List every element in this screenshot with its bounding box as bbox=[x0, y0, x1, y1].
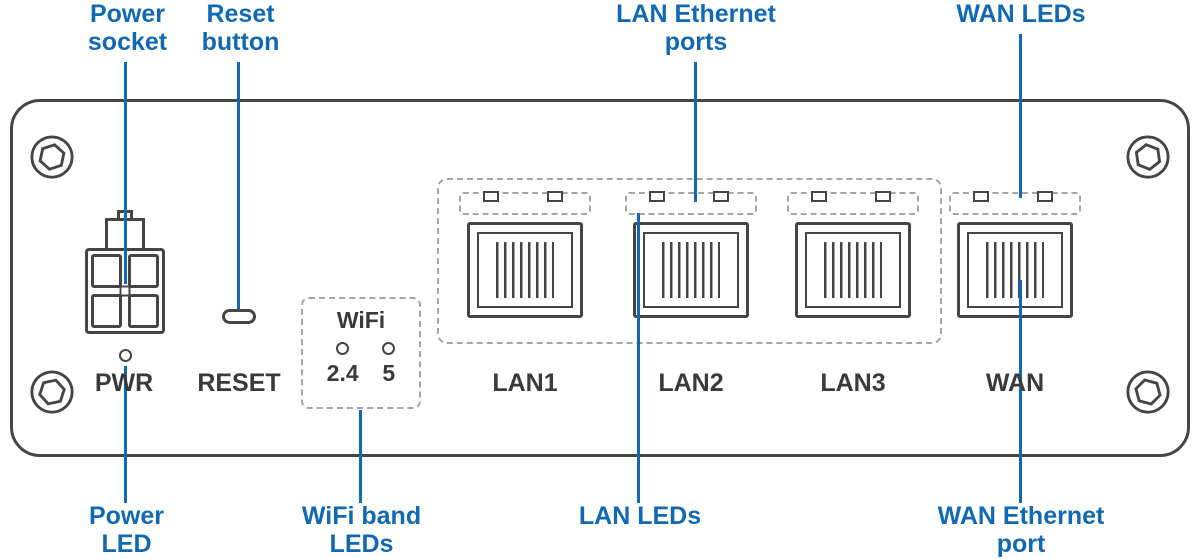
wan-leds-leader-line bbox=[1019, 34, 1022, 198]
power-pin-hole bbox=[91, 254, 122, 288]
lan3-rj45-jack bbox=[795, 222, 911, 318]
power-led bbox=[119, 349, 132, 362]
lan2-jack-pins bbox=[661, 241, 721, 299]
lan1-label: LAN1 bbox=[492, 369, 558, 397]
wan-rj45-jack bbox=[957, 222, 1073, 318]
lan2-led-bar bbox=[625, 191, 757, 215]
device-panel bbox=[10, 99, 1190, 457]
wifi-24-label: 2.4 bbox=[326, 360, 359, 386]
power-socket-callout: Power socket bbox=[87, 0, 168, 56]
lan1-led-bar bbox=[459, 191, 591, 215]
wan-led-bar bbox=[949, 191, 1081, 215]
reset-button-callout: Reset button bbox=[201, 0, 280, 56]
lan2-jack-opening bbox=[643, 232, 739, 308]
lan1-led bbox=[547, 191, 563, 202]
power-pin-hole bbox=[128, 294, 159, 328]
power-led-callout: Power LED bbox=[88, 502, 165, 558]
reset-button-leader-line bbox=[237, 62, 240, 309]
wifi-5-label: 5 bbox=[382, 360, 396, 386]
lan1-led bbox=[483, 191, 499, 202]
wan-jack-opening bbox=[967, 232, 1063, 308]
lan-ethernet-ports-callout: LAN Ethernet ports bbox=[616, 0, 776, 56]
lan3-label: LAN3 bbox=[820, 369, 886, 397]
reset-label: RESET bbox=[197, 369, 281, 397]
wifi-leds-box: WiFi 2.4 5 bbox=[301, 297, 421, 409]
power-pin-hole bbox=[91, 294, 122, 328]
lan2-led bbox=[649, 191, 665, 202]
wan-led bbox=[973, 191, 989, 202]
lan3-led bbox=[875, 191, 891, 202]
lan-leds-leader-line bbox=[637, 213, 640, 503]
wifi-band-5: 5 bbox=[382, 342, 396, 387]
lan-leds-callout: LAN LEDs bbox=[578, 502, 702, 530]
port-lan1 bbox=[455, 191, 595, 318]
wifi-band-24: 2.4 bbox=[327, 342, 359, 387]
lan-ports-leader-line bbox=[694, 62, 697, 202]
wifi-band-row: 2.4 5 bbox=[303, 342, 419, 387]
port-lan2 bbox=[621, 191, 761, 318]
pwr-label: PWR bbox=[94, 369, 154, 397]
screw-icon bbox=[30, 370, 74, 414]
wan-leds-callout: WAN LEDs bbox=[956, 0, 1086, 28]
lan2-rj45-jack bbox=[633, 222, 749, 318]
lan3-jack-opening bbox=[805, 232, 901, 308]
wifi-band-leds-callout: WiFi band LEDs bbox=[301, 502, 422, 558]
lan1-jack-pins bbox=[495, 241, 555, 299]
wan-ethernet-port-callout: WAN Ethernet port bbox=[937, 502, 1105, 558]
port-wan bbox=[945, 191, 1085, 318]
lan1-jack-opening bbox=[477, 232, 573, 308]
wifi-title: WiFi bbox=[336, 307, 386, 333]
lan2-label: LAN2 bbox=[658, 369, 724, 397]
screw-icon bbox=[1126, 370, 1170, 414]
power-socket-leader-line bbox=[124, 62, 127, 284]
screw-icon bbox=[30, 135, 74, 179]
lan3-led bbox=[811, 191, 827, 202]
power-led-leader-line bbox=[124, 366, 127, 503]
reset-button bbox=[222, 309, 256, 324]
wifi-24-led bbox=[336, 342, 350, 355]
lan-ports-group-outline bbox=[437, 178, 942, 344]
lan2-led bbox=[713, 191, 729, 202]
wan-led bbox=[1037, 191, 1053, 202]
wifi-5-led bbox=[382, 342, 396, 355]
wan-port-leader-line bbox=[1019, 280, 1022, 503]
lan3-jack-pins bbox=[823, 241, 883, 299]
screw-icon bbox=[1126, 135, 1170, 179]
power-socket-key bbox=[119, 285, 131, 297]
port-lan3 bbox=[783, 191, 923, 318]
wan-jack-pins bbox=[985, 241, 1045, 299]
wifi-band-leds-leader-line bbox=[359, 410, 362, 503]
power-pin-hole bbox=[128, 254, 159, 288]
lan3-led-bar bbox=[787, 191, 919, 215]
lan1-rj45-jack bbox=[467, 222, 583, 318]
wan-label: WAN bbox=[985, 369, 1045, 397]
